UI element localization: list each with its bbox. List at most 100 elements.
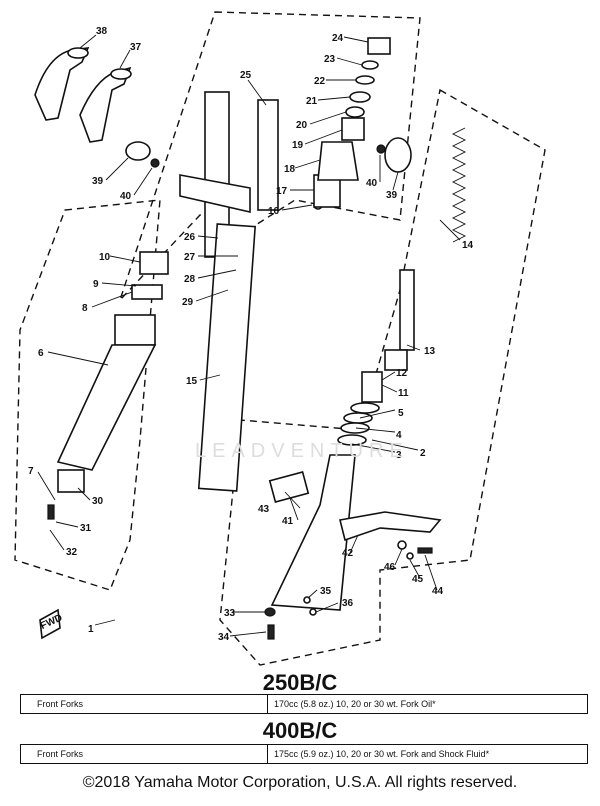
- callout-27: 27: [184, 252, 196, 263]
- callout-labels: 1 2 3 4 5 6 7 8 9 10 11 12 13 14 15 16 1…: [28, 26, 474, 643]
- brake-arm: [339, 511, 442, 542]
- callout-4: 4: [396, 430, 402, 441]
- callout-24: 24: [332, 33, 344, 44]
- nut-36: [309, 608, 317, 616]
- callout-28: 28: [184, 274, 196, 285]
- callout-33: 33: [224, 608, 236, 619]
- callout-3: 3: [396, 450, 402, 461]
- callout-8: 8: [82, 303, 88, 314]
- callout-16: 16: [268, 206, 280, 217]
- callout-19: 19: [292, 140, 304, 151]
- bracket-43: [268, 470, 310, 504]
- left-axle-holder: [57, 469, 85, 493]
- spec-row-1: Front Forks 170cc (5.8 oz.) 10, 20 or 30…: [20, 694, 588, 714]
- piece-12: [361, 371, 383, 403]
- callout-40b: 40: [366, 178, 378, 189]
- callout-13: 13: [424, 346, 436, 357]
- callout-43: 43: [258, 504, 270, 515]
- left-outer-tube: [114, 314, 156, 346]
- callout-6: 6: [38, 348, 44, 359]
- damper-rod: [399, 269, 415, 351]
- cap-bolt-right: [376, 144, 386, 154]
- fork-cap-left: [125, 141, 151, 161]
- left-seal: [131, 284, 163, 300]
- callout-26: 26: [184, 232, 196, 243]
- callout-20: 20: [296, 120, 308, 131]
- spec-value-1: 170cc (5.8 oz.) 10, 20 or 30 wt. Fork Oi…: [274, 699, 436, 709]
- callout-39a: 39: [92, 176, 104, 187]
- watermark: LEADVENTURE: [195, 440, 409, 462]
- ring-22: [355, 75, 375, 85]
- ring-3: [337, 434, 367, 446]
- boot-18: [317, 141, 359, 181]
- callout-38: 38: [96, 26, 108, 37]
- bolt-44: [417, 547, 433, 554]
- callout-41: 41: [282, 516, 294, 527]
- callout-40a: 40: [120, 191, 132, 202]
- copyright-notice: ©2018 Yamaha Motor Corporation, U.S.A. A…: [82, 774, 518, 791]
- callout-36: 36: [342, 598, 354, 609]
- ring-4: [340, 422, 370, 434]
- model-title-2: 400B/C: [262, 718, 338, 743]
- callout-30: 30: [92, 496, 104, 507]
- callout-23: 23: [324, 54, 336, 65]
- spec-item-1: Front Forks: [21, 695, 268, 713]
- callout-45: 45: [412, 574, 424, 585]
- callout-21: 21: [306, 96, 318, 107]
- cap-bolt-left: [150, 158, 160, 168]
- callout-12: 12: [396, 368, 408, 379]
- handlebar-holder: [34, 47, 132, 143]
- bolt-34: [267, 624, 275, 640]
- callout-35: 35: [320, 586, 332, 597]
- cap-bolt-24: [367, 37, 391, 55]
- spring-14: [451, 127, 467, 243]
- callout-42: 42: [342, 548, 354, 559]
- callout-15: 15: [186, 376, 198, 387]
- callout-7: 7: [28, 466, 34, 477]
- callout-17: 17: [276, 186, 288, 197]
- ring-23: [361, 60, 379, 70]
- ring-5: [343, 412, 373, 424]
- callout-10: 10: [99, 252, 111, 263]
- callout-25: 25: [240, 70, 252, 81]
- bolt-33: [264, 607, 276, 617]
- washer-20: [345, 106, 365, 118]
- under-bracket: [179, 174, 251, 214]
- ring-21: [349, 91, 371, 103]
- callout-2: 2: [420, 448, 426, 459]
- spec-value-2: 175cc (5.9 oz.) 10, 20 or 30 wt. Fork an…: [274, 749, 490, 759]
- collar-19: [341, 117, 365, 141]
- callout-9: 9: [93, 279, 99, 290]
- callout-31: 31: [80, 523, 92, 534]
- damper-rod-body: [384, 349, 408, 371]
- callout-29: 29: [182, 297, 194, 308]
- callout-34: 34: [218, 632, 230, 643]
- left-outer-tube-body: [56, 344, 157, 471]
- callout-46: 46: [384, 562, 396, 573]
- callout-44: 44: [432, 586, 444, 597]
- callout-32: 32: [66, 547, 78, 558]
- left-top-tube: [257, 99, 279, 211]
- fork-cap-right: [384, 137, 412, 173]
- callout-5: 5: [398, 408, 404, 419]
- axle-bolt-left: [47, 504, 55, 520]
- fork-exploded-diagram: FWD: [14, 11, 546, 666]
- callout-39b: 39: [386, 190, 398, 201]
- leader-lines: [37, 34, 461, 637]
- fork-tube-15: [197, 223, 257, 492]
- left-dust-seal: [139, 251, 169, 275]
- spec-item-2: Front Forks: [21, 745, 268, 763]
- callout-11: 11: [398, 388, 409, 399]
- left-leg-group-outline: [14, 199, 161, 591]
- callout-1: 1: [88, 624, 94, 635]
- ring-11: [350, 402, 380, 414]
- spec-row-2: Front Forks 175cc (5.9 oz.) 10, 20 or 30…: [20, 744, 588, 764]
- washer-45: [406, 552, 414, 560]
- callout-18: 18: [284, 164, 296, 175]
- fwd-tag: [39, 608, 61, 640]
- nut-35: [303, 596, 311, 604]
- model-title-1: 250B/C: [262, 670, 338, 695]
- callout-14: 14: [462, 240, 474, 251]
- callout-37: 37: [130, 42, 142, 53]
- right-outer-tube: [270, 454, 356, 611]
